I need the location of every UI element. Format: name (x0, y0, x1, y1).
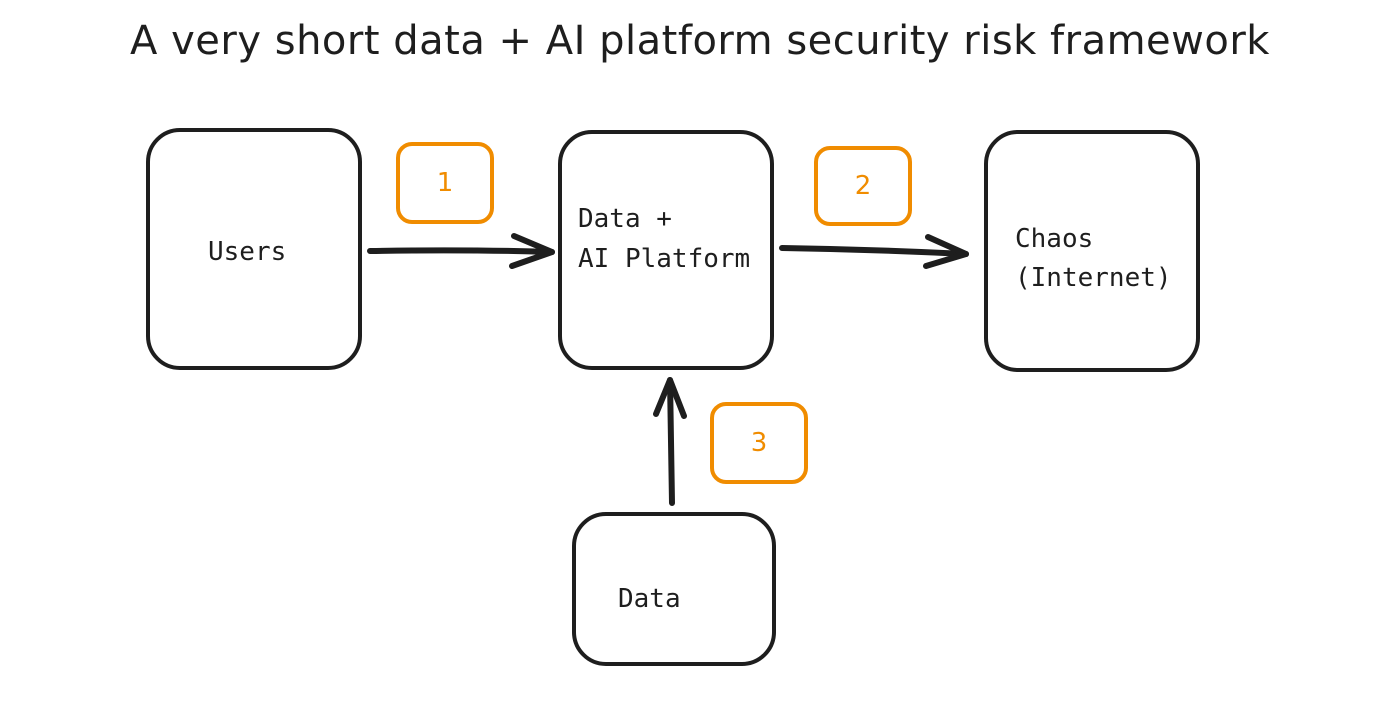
risk-number-3: 3 (750, 428, 768, 458)
risk-badge-2: 2 (814, 146, 912, 226)
risk-badge-1: 1 (396, 142, 494, 224)
arrow-platform-to-chaos (779, 234, 969, 269)
risk-badge-3: 3 (710, 402, 808, 484)
platform-box (558, 130, 774, 370)
diagram-title: A very short data + AI platform security… (130, 18, 1270, 64)
arrow-data-to-platform (653, 377, 687, 506)
users-label: Users (208, 237, 287, 267)
risk-number-2: 2 (854, 171, 872, 201)
chaos-label-line2: (Internet) (1015, 263, 1172, 293)
platform-label-line2: AI Platform (578, 244, 751, 274)
platform-label-line1: Data + (578, 204, 672, 234)
risk-number-1: 1 (436, 168, 454, 198)
data-box (572, 512, 776, 666)
chaos-label-line1: Chaos (1015, 224, 1094, 254)
chaos-box (984, 130, 1200, 372)
arrow-users-to-platform (367, 233, 555, 269)
data-label: Data (618, 584, 681, 614)
users-box (146, 128, 362, 370)
